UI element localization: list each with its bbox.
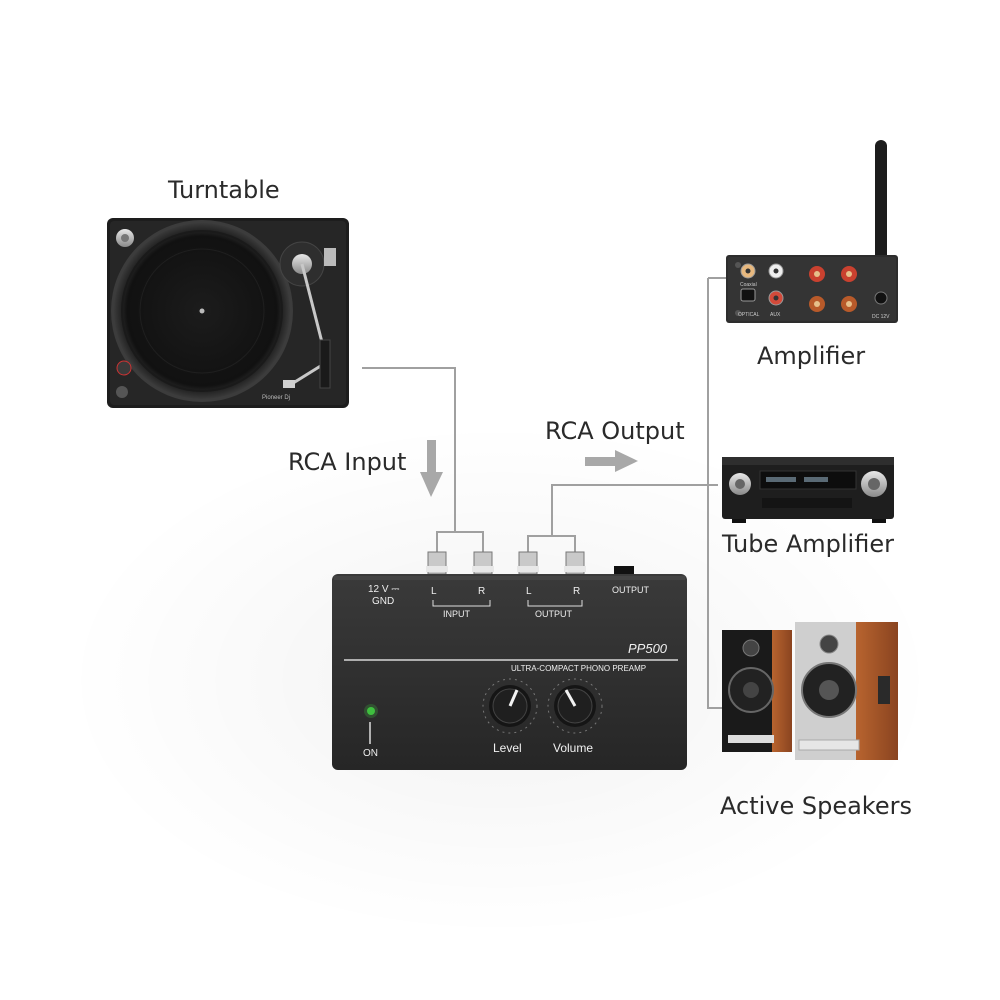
- tube-amplifier-device: [722, 457, 894, 523]
- arrow-down-icon: [420, 440, 443, 497]
- preamp-device: 12 V ⎓ GND L R INPUT L R OUTPUT OUTPUT P…: [332, 551, 687, 770]
- turntable-device: Pioneer Dj: [107, 218, 349, 408]
- output-jack-label: OUTPUT: [612, 585, 650, 595]
- cables: [362, 277, 727, 709]
- level-knob[interactable]: [482, 678, 538, 734]
- rca-input-label: RCA Input: [288, 448, 407, 476]
- output-l-label: L: [526, 586, 532, 597]
- output-label: OUTPUT: [535, 609, 573, 619]
- output-cable-r: [552, 535, 576, 556]
- output-r-label: R: [573, 586, 580, 597]
- level-label: Level: [493, 741, 522, 755]
- power-label: 12 V ⎓: [368, 584, 399, 595]
- output-cable: [527, 484, 718, 556]
- coaxial-text: Coaxial: [740, 282, 757, 288]
- amp-bus-cable: [707, 278, 725, 709]
- dc-text: DC 12V: [872, 314, 890, 320]
- model-label: PP500: [628, 641, 668, 656]
- tube-amplifier-label: Tube Amplifier: [722, 530, 894, 558]
- rca-output-label: RCA Output: [545, 417, 685, 445]
- input-jacks: [426, 551, 494, 575]
- gnd-label: GND: [372, 596, 394, 607]
- turntable-cable: [362, 367, 456, 556]
- optical-text: OPTICAL: [738, 312, 760, 318]
- arrow-right-icon: [585, 450, 638, 472]
- turntable-brand-text: Pioneer Dj: [262, 395, 290, 401]
- turntable-cable-r: [455, 531, 484, 556]
- active-speakers-device: [722, 622, 898, 760]
- output-jacks: [517, 551, 586, 575]
- power-led-icon: [367, 707, 375, 715]
- amplifier-label: Amplifier: [757, 342, 866, 370]
- subtitle-label: ULTRA-COMPACT PHONO PREAMP: [511, 664, 646, 673]
- active-speakers-label: Active Speakers: [720, 792, 912, 820]
- volume-knob[interactable]: [547, 678, 603, 734]
- amplifier-device: Coaxial OPTICAL AUX DC 12V: [726, 140, 898, 323]
- input-label: INPUT: [443, 609, 471, 619]
- turntable-label: Turntable: [168, 176, 280, 204]
- volume-label: Volume: [553, 741, 593, 755]
- input-r-label: R: [478, 586, 485, 597]
- aux-text: AUX: [770, 312, 781, 318]
- input-l-label: L: [431, 586, 437, 597]
- on-label: ON: [363, 748, 378, 759]
